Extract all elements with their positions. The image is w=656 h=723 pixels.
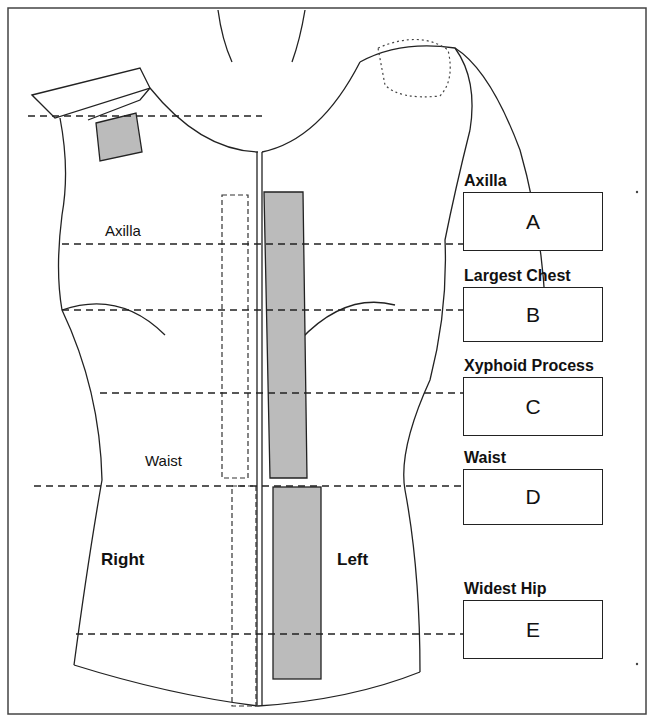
box-heading: Largest Chest (464, 267, 571, 285)
frame (8, 8, 646, 714)
tick (636, 663, 638, 665)
measure-box: AxillaA (463, 192, 603, 251)
right-strip-lower (232, 486, 256, 706)
box-heading: Xyphoid Process (464, 357, 594, 375)
body-label: Right (100, 550, 145, 570)
box-letter: C (525, 395, 540, 419)
left-strip-upper (264, 192, 307, 478)
measure-box: Largest ChestB (463, 287, 603, 342)
tick (636, 191, 638, 193)
box-heading: Axilla (464, 172, 507, 190)
box-heading: Widest Hip (464, 580, 547, 598)
shoulder-pad (96, 113, 142, 161)
box-heading: Waist (464, 449, 506, 467)
right-strip-upper (222, 195, 248, 478)
box-letter: D (525, 485, 540, 509)
box-letter: B (526, 303, 540, 327)
box-letter: E (526, 618, 540, 642)
box-letter: A (526, 210, 540, 234)
body-label: Waist (144, 452, 183, 469)
measure-box: Xyphoid ProcessC (463, 377, 603, 436)
left-strip-lower (273, 487, 321, 679)
body-label: Left (336, 550, 369, 570)
measurement-lines (28, 116, 463, 634)
dotted-pad (378, 39, 450, 96)
body-label: Axilla (104, 222, 142, 239)
measure-box: Widest HipE (463, 600, 603, 659)
measure-box: WaistD (463, 469, 603, 525)
